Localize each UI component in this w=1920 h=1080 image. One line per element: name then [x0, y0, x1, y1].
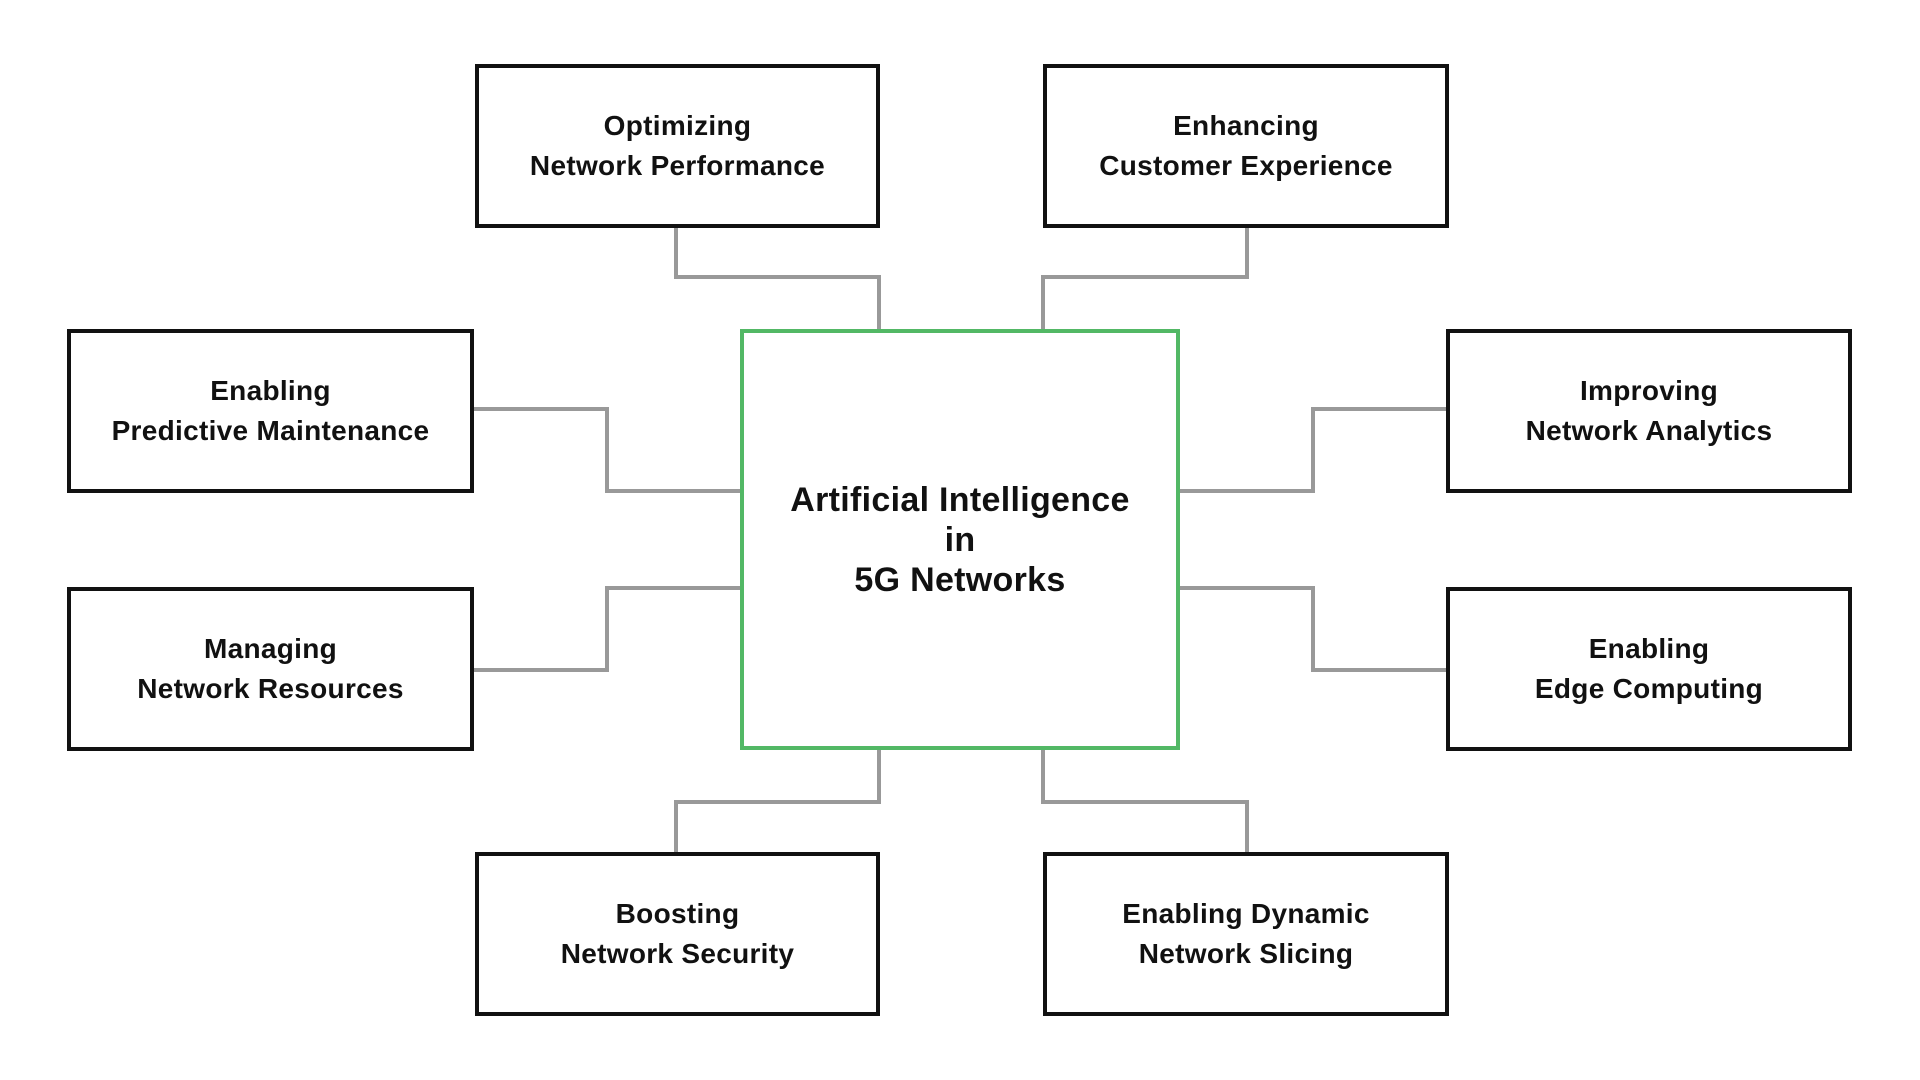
node-label-line-1: Boosting	[615, 898, 740, 929]
node-boosting-network-security: Boosting Network Security	[475, 852, 880, 1016]
node-enhancing-customer-experience: Enhancing Customer Experience	[1043, 64, 1449, 228]
connector-optimizing-network-performance	[674, 227, 881, 331]
connector-enhancing-customer-experience	[1041, 227, 1249, 331]
node-label-line-2: Edge Computing	[1534, 673, 1764, 704]
node-label-line-2: Predictive Maintenance	[111, 415, 430, 446]
connector-boosting-network-security	[674, 747, 881, 853]
node-label-line-1: Enabling	[210, 375, 331, 406]
node-enabling-predictive-maintenance: Enabling Predictive Maintenance	[67, 329, 474, 493]
connector-enabling-predictive-maintenance	[473, 407, 742, 493]
connector-enabling-edge-computing	[1177, 586, 1447, 672]
node-label-line-1: Enabling Dynamic	[1122, 898, 1370, 929]
node-label-line-1: Enhancing	[1173, 110, 1319, 141]
node-optimizing-network-performance: Optimizing Network Performance	[475, 64, 880, 228]
central-node: Artificial Intelligence in 5G Networks	[740, 329, 1180, 750]
node-enabling-dynamic-network-slicing: Enabling Dynamic Network Slicing	[1043, 852, 1449, 1016]
central-node-title-line-3: 5G Networks	[854, 560, 1066, 599]
node-improving-network-analytics: Improving Network Analytics	[1446, 329, 1852, 493]
node-label-line-2: Network Resources	[137, 673, 404, 704]
node-label-line-2: Network Analytics	[1525, 415, 1773, 446]
connector-managing-network-resources	[473, 586, 742, 672]
node-label-line-1: Improving	[1579, 375, 1719, 406]
node-label-line-1: Managing	[203, 633, 338, 664]
node-label-line-2: Customer Experience	[1099, 150, 1393, 181]
node-label-line-2: Network Slicing	[1138, 938, 1354, 969]
node-enabling-edge-computing: Enabling Edge Computing	[1446, 587, 1852, 751]
node-label-line-1: Enabling	[1588, 633, 1710, 664]
node-label-line-2: Network Performance	[529, 150, 826, 181]
node-managing-network-resources: Managing Network Resources	[67, 587, 474, 751]
node-label-line-2: Network Security	[560, 938, 795, 969]
central-node-title-line-1: Artificial Intelligence	[790, 480, 1130, 519]
connector-improving-network-analytics	[1177, 407, 1447, 493]
node-label-line-1: Optimizing	[603, 110, 752, 141]
connector-enabling-dynamic-network-slicing	[1041, 747, 1249, 853]
central-node-title-line-2: in	[944, 520, 976, 559]
